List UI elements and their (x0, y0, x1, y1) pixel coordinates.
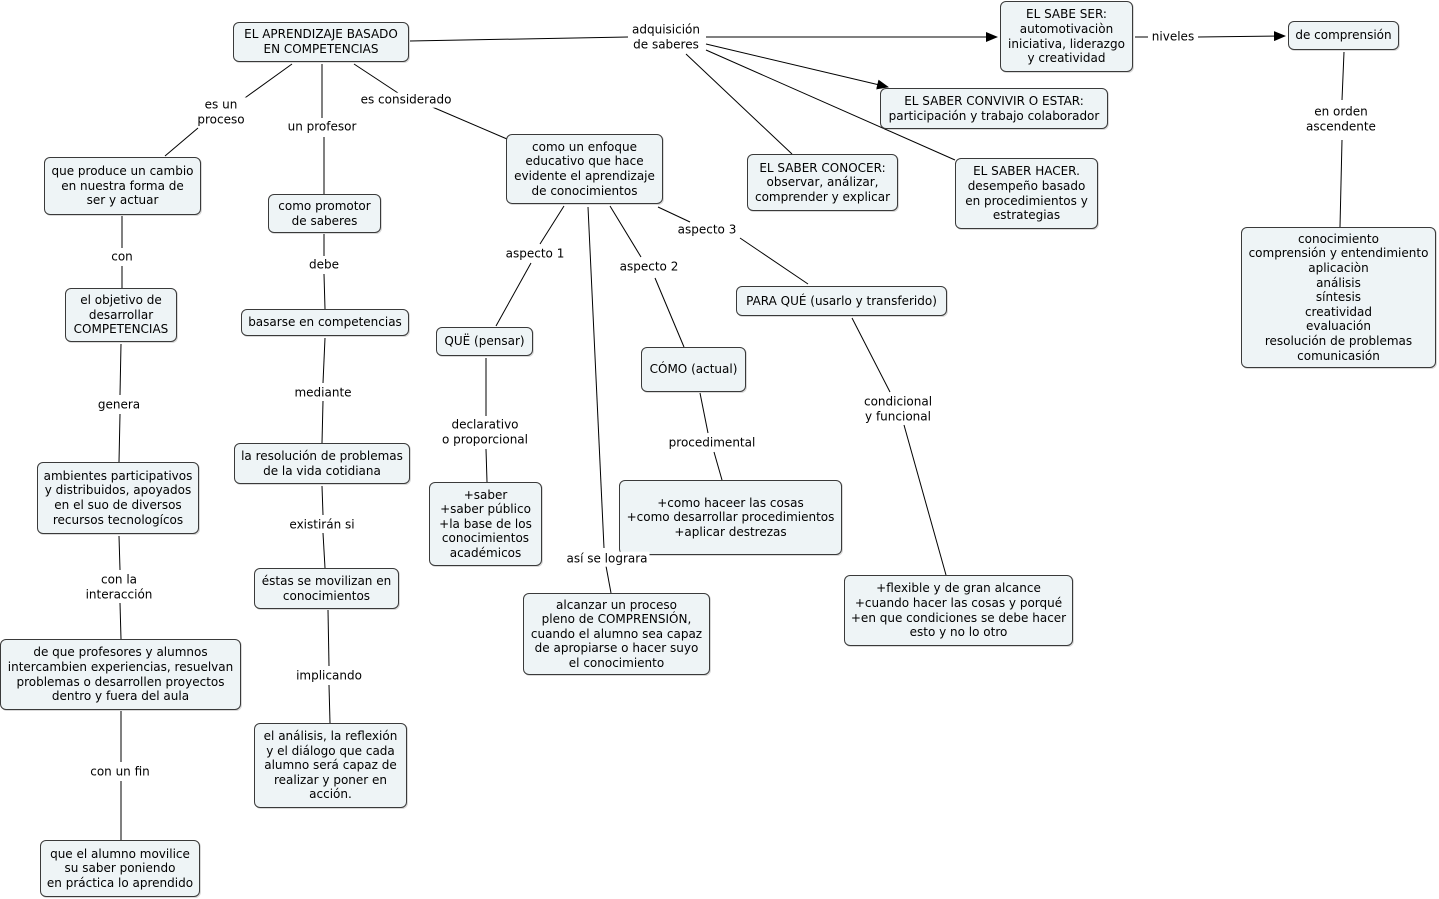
link-condicional: condicional y funcional (861, 394, 935, 424)
node-como-hacer[interactable]: +como haceer las cosas +como desarrollar… (619, 480, 842, 555)
link-mediante: mediante (292, 385, 354, 401)
link-aspecto-1: aspecto 1 (503, 246, 567, 262)
node-objetivo[interactable]: el objetivo de desarrollar COMPETENCIAS (65, 288, 177, 342)
link-procedimental: procedimental (666, 435, 758, 451)
node-movilizan[interactable]: éstas se movilizan en conocimientos (254, 568, 399, 609)
node-saber-ser[interactable]: EL SABE SER: automotivaciòn iniciativa, … (1000, 1, 1133, 72)
node-como-actual[interactable]: CÓMO (actual) (641, 347, 746, 392)
node-saber-conocer[interactable]: EL SABER CONOCER: observar, análizar, co… (747, 154, 898, 211)
link-es-considerado: es considerado (358, 92, 454, 108)
link-con-un-fin: con un fin (88, 764, 152, 780)
node-aprendizaje-competencias[interactable]: EL APRENDIZAJE BASADO EN COMPETENCIAS (233, 22, 409, 62)
link-implicando: implicando (294, 668, 364, 684)
link-declarativo: declarativo o proporcional (440, 417, 530, 447)
link-con: con (109, 249, 135, 265)
node-alcanzar[interactable]: alcanzar un proceso pleno de COMPRENSIÓN… (523, 593, 710, 675)
node-que-pensar[interactable]: QUË (pensar) (436, 327, 533, 356)
node-basarse[interactable]: basarse en competencias (241, 309, 409, 336)
link-con-la-interaccion: con la interacción (83, 572, 155, 602)
link-aspecto-3: aspecto 3 (675, 222, 739, 238)
link-aspecto-2: aspecto 2 (617, 259, 681, 275)
node-saber-hacer[interactable]: EL SABER HACER. desempeño basado en proc… (955, 158, 1098, 229)
link-es-un-proceso: es un proceso (195, 97, 247, 127)
node-saber-publico[interactable]: +saber +saber público +la base de los co… (429, 482, 542, 566)
node-ambientes[interactable]: ambientes participativos y distribuidos,… (37, 462, 199, 534)
link-existiran-si: existirán si (287, 517, 357, 533)
link-adquisicion-de-saberes: adquisición de saberes (630, 22, 702, 52)
node-cambio[interactable]: que produce un cambio en nuestra forma d… (44, 157, 201, 215)
node-analisis[interactable]: el análisis, la reflexión y el diálogo q… (254, 723, 407, 808)
node-promotor[interactable]: como promotor de saberes (268, 194, 381, 233)
link-asi-se-lograra: así se lograra (564, 551, 650, 567)
link-niveles: niveles (1149, 29, 1197, 45)
link-en-orden-ascendente: en orden ascendente (1304, 104, 1378, 134)
node-enfoque[interactable]: como un enfoque educativo que hace evide… (506, 134, 663, 204)
node-lista-niveles[interactable]: conocimiento comprensión y entendimiento… (1241, 227, 1436, 368)
node-saber-convivir[interactable]: EL SABER CONVIVIR O ESTAR: participación… (880, 88, 1108, 129)
link-genera: genera (95, 397, 143, 413)
node-intercambien[interactable]: de que profesores y alumnos intercambien… (0, 639, 241, 710)
link-debe: debe (307, 257, 341, 273)
node-flexible[interactable]: +flexible y de gran alcance +cuando hace… (844, 575, 1073, 646)
node-para-que[interactable]: PARA QUÉ (usarlo y transferido) (736, 286, 947, 316)
node-movilice[interactable]: que el alumno movilice su saber poniendo… (40, 840, 200, 897)
link-un-profesor: un profesor (285, 119, 359, 135)
node-comprension[interactable]: de comprensión (1288, 21, 1399, 50)
node-resolucion[interactable]: la resolución de problemas de la vida co… (234, 443, 410, 484)
